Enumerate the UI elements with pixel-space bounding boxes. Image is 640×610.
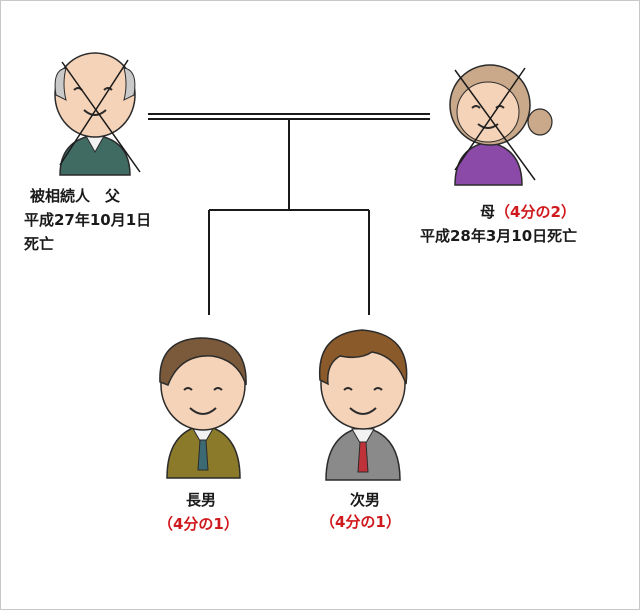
marriage-line (148, 113, 430, 120)
father-death-word: 死亡 (24, 235, 55, 253)
mother-label-row: 母（4分の2） (480, 202, 576, 222)
mother-icon (449, 64, 553, 186)
mother-name-label: 母 (480, 203, 496, 221)
eldest-son-share-label: （4分の1） (158, 515, 239, 533)
father-icon (54, 52, 141, 176)
eldest-son-name-label: 長男 (186, 491, 217, 509)
second-son-share-label: （4分の1） (320, 513, 401, 531)
father-death-date: 平成27年10月1日 (24, 211, 152, 229)
second-son-name-label: 次男 (350, 491, 381, 509)
eldest-son-icon (159, 337, 247, 479)
mother-death-date: 平成28年3月10日死亡 (420, 227, 578, 245)
children-connector (208, 119, 370, 315)
father-name-label: 被相続人 父 (30, 187, 121, 205)
mother-share-label: （4分の2） (495, 203, 576, 221)
second-son-icon (318, 329, 408, 481)
